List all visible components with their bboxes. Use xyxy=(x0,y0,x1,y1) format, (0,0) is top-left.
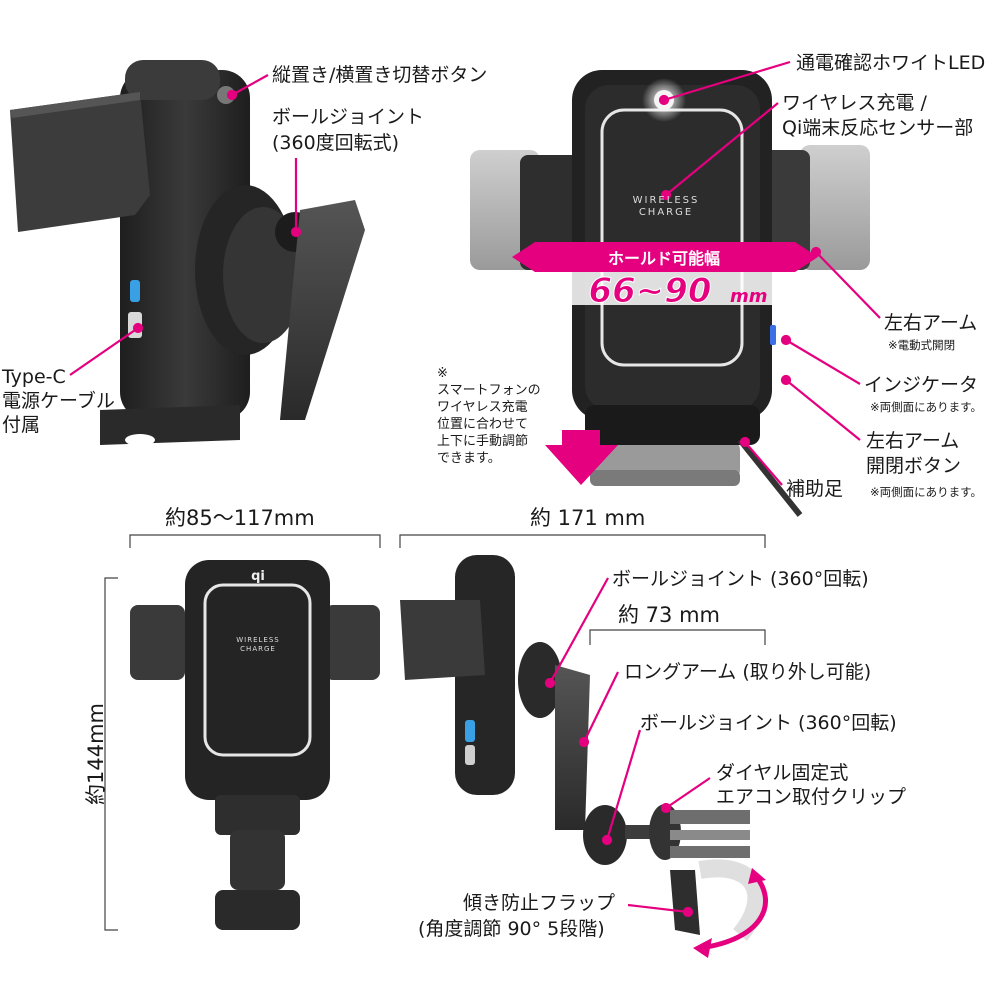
label-arms-note: ※電動式開閉 xyxy=(888,338,956,352)
hold-width-title: ホールド可能幅 xyxy=(608,249,720,268)
dimension-height: 約144mm xyxy=(84,703,108,805)
label-type-c-l3: 付属 xyxy=(2,414,41,436)
dimension-arm-length: 約 73 mm xyxy=(618,603,720,627)
label-clip-l2: エアコン取付クリップ xyxy=(716,786,907,808)
label-arm-button-note: ※両側面にあります。 xyxy=(870,485,982,499)
front-dimension-device xyxy=(130,560,380,930)
adjust-down-arrow xyxy=(545,430,618,485)
label-ball-joint-top-l1: ボールジョイント xyxy=(272,106,425,128)
label-indicator-note: ※両側面にあります。 xyxy=(870,400,982,414)
label-flap-l1: 傾き防止フラップ xyxy=(463,892,616,914)
manual-note-l4: 位置に合わせて xyxy=(437,417,529,432)
manual-note-l2: スマートフォンの xyxy=(437,383,541,398)
label-arm-button-l1: 左右アーム xyxy=(866,430,960,452)
wireless-text-top-l2: CHARGE xyxy=(639,207,693,218)
label-arms: 左右アーム xyxy=(884,312,978,334)
label-indicator: インジケータ xyxy=(864,374,979,396)
dimension-depth: 約 171 mm xyxy=(530,506,646,530)
dimension-lines xyxy=(104,534,766,931)
wireless-text-bottom-l2: CHARGE xyxy=(240,645,276,653)
label-type-c-l1: Type-C xyxy=(2,366,66,388)
label-ball-joint-top-l2: (360度回転式) xyxy=(272,132,400,154)
label-sensor-l1: ワイヤレス充電 / xyxy=(782,92,927,114)
manual-note-l3: ワイヤレス充電 xyxy=(437,400,528,415)
label-flap-l2: (角度調節 90° 5段階) xyxy=(418,918,605,940)
dimension-width: 約85～117mm xyxy=(165,506,315,530)
wireless-text-bottom-l1: WIRELESS xyxy=(236,636,279,644)
hold-width-banner xyxy=(512,242,818,305)
label-led: 通電確認ホワイトLED xyxy=(796,52,986,74)
label-clip-l1: ダイヤル固定式 xyxy=(716,762,849,784)
label-arm-button-l2: 開閉ボタン xyxy=(866,455,962,477)
side-view-device xyxy=(10,60,365,446)
hold-width-unit: mm xyxy=(730,286,768,307)
manual-note-l1: ※ xyxy=(437,366,448,381)
label-long-arm: ロングアーム (取り外し可能) xyxy=(624,661,872,683)
label-type-c-l2: 電源ケーブル xyxy=(2,390,115,412)
label-ball-joint-1: ボールジョイント (360°回転) xyxy=(612,568,869,590)
manual-note-l5: 上下に手動調節 xyxy=(437,434,529,449)
hold-width-value: 66~90 xyxy=(588,271,711,311)
label-aux-foot: 補助足 xyxy=(786,478,844,500)
label-ball-joint-2: ボールジョイント (360°回転) xyxy=(640,712,897,734)
qi-mark: qi xyxy=(251,569,265,584)
wireless-text-top-l1: WIRELESS xyxy=(633,195,700,206)
label-sensor-l2: Qi端末反応センサー部 xyxy=(782,117,974,139)
manual-note-l6: できます。 xyxy=(437,451,501,466)
side-dimension-device xyxy=(400,555,768,958)
label-orientation-button: 縦置き/横置き切替ボタン xyxy=(272,64,488,86)
callout-lines xyxy=(69,60,881,918)
